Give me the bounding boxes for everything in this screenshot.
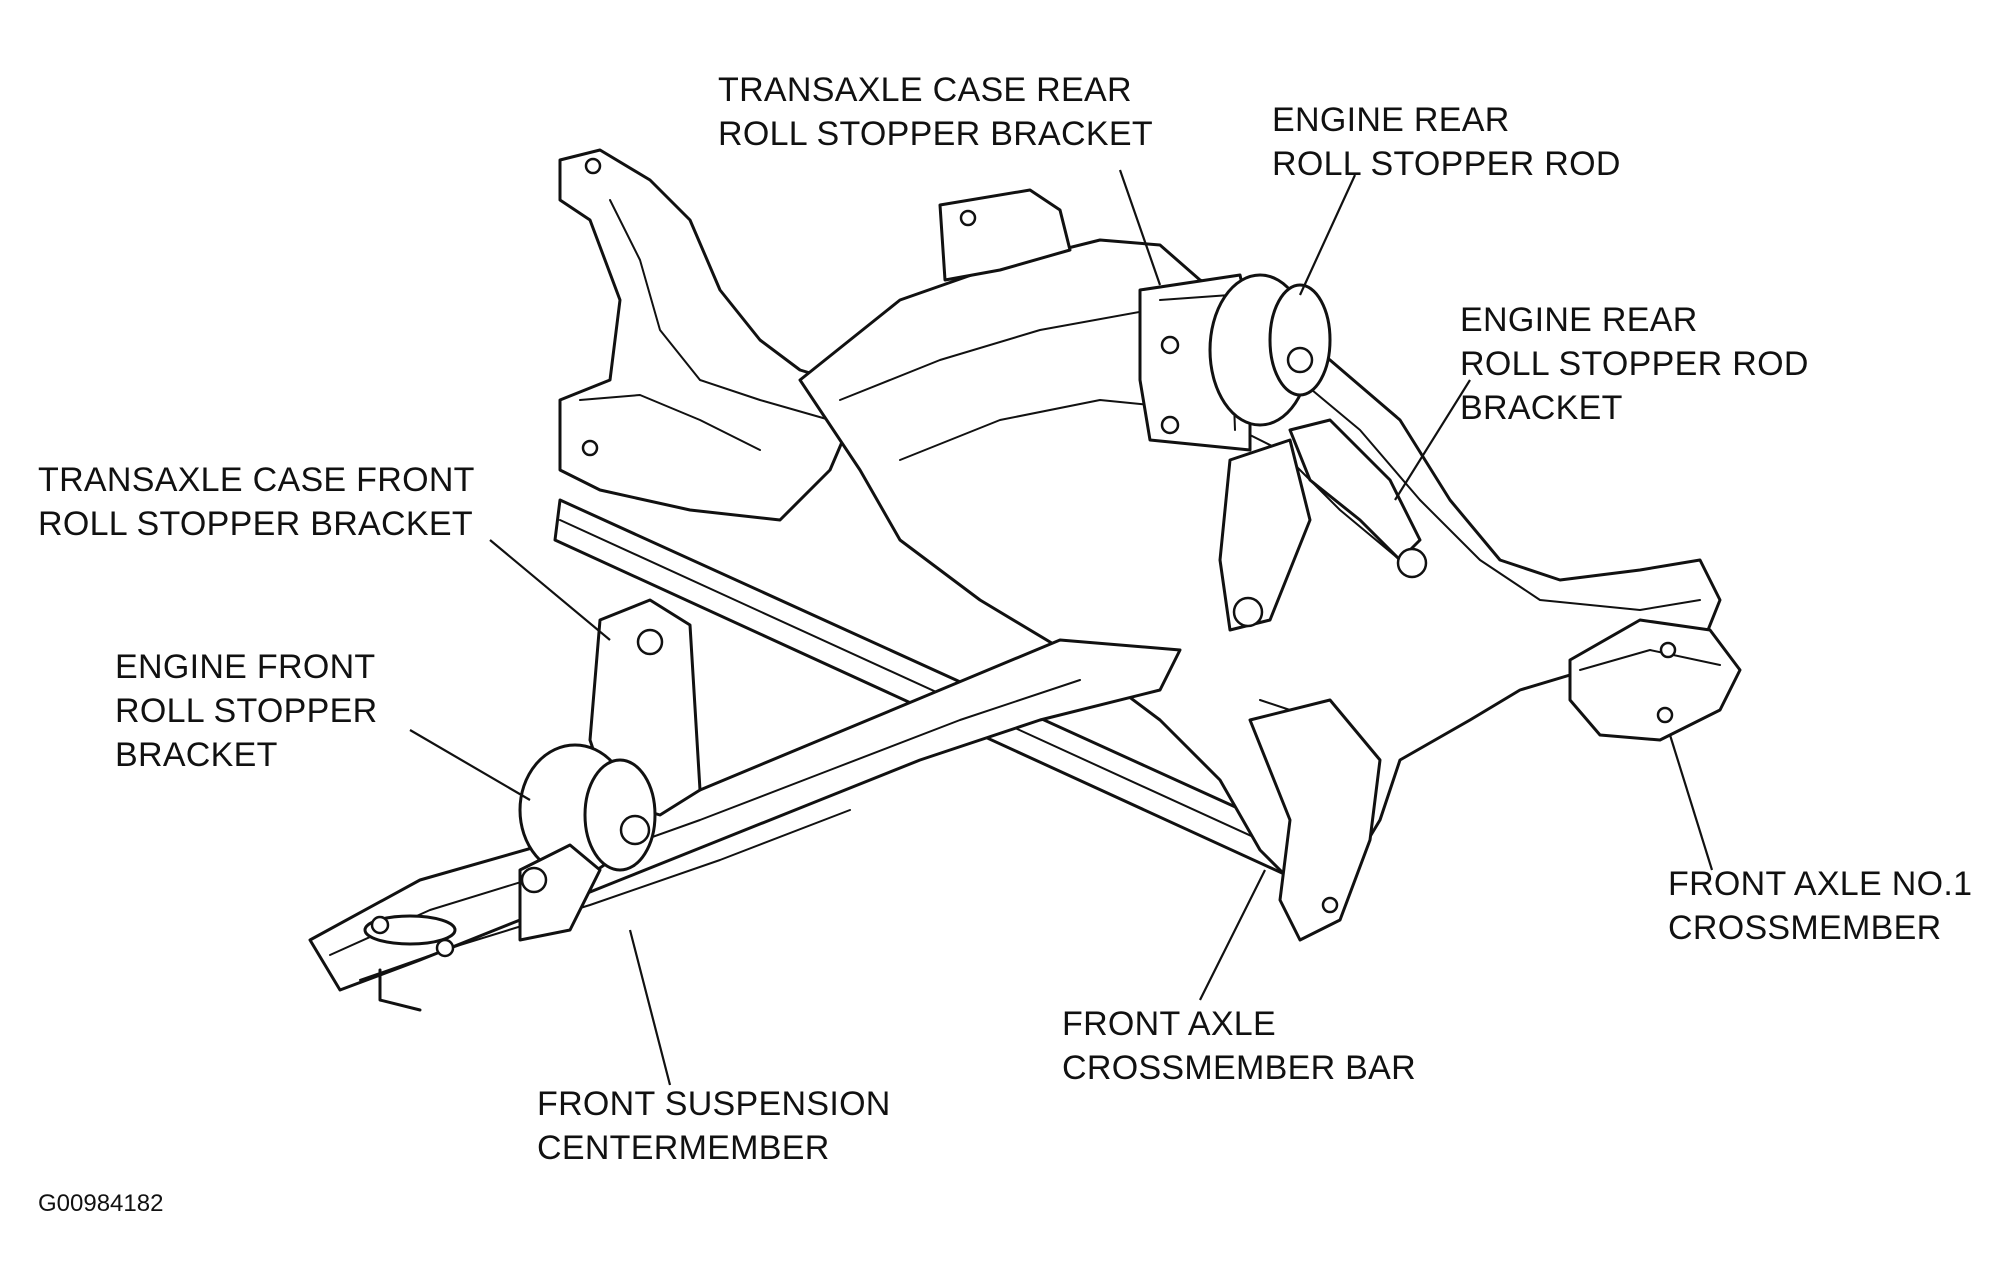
leader-transaxle-rear [1118,169,1162,286]
label-front-axle-crossmember-bar: FRONT AXLE CROSSMEMBER BAR [1062,1005,1416,1087]
leader-engine-front [409,729,531,801]
label-engine-front-roll-stopper-bracket: ENGINE FRONT ROLL STOPPER BRACKET [115,648,378,774]
leader-engine-rear-rod-bracket [1394,379,1471,501]
label-transaxle-case-front-roll-stopper-bracket: TRANSAXLE CASE FRONT ROLL STOPPER BRACKE… [38,461,475,543]
label-engine-rear-roll-stopper-rod: ENGINE REAR ROLL STOPPER ROD [1272,101,1621,183]
leader-front-axle-bar [1199,869,1266,1001]
figure-id: G00984182 [38,1190,164,1217]
engine-rear-roll-stopper-rod [1208,273,1332,632]
leader-engine-rear-rod [1299,174,1356,296]
engine-front-roll-stopper-bracket [518,598,702,942]
leader-front-axle-no1 [1668,734,1714,871]
engine-rear-roll-stopper-rod-bracket [1288,418,1428,579]
front-axle-no1-crossmember [1568,618,1742,742]
crossmember-left-tower [558,148,862,522]
label-transaxle-case-rear-roll-stopper-bracket: TRANSAXLE CASE REAR ROLL STOPPER BRACKET [718,71,1153,153]
label-engine-rear-roll-stopper-rod-bracket: ENGINE REAR ROLL STOPPER ROD BRACKET [1460,301,1809,427]
leader-transaxle-front [489,539,611,641]
crossmember-rear-tab [938,188,1072,282]
label-front-suspension-centermember: FRONT SUSPENSION CENTERMEMBER [537,1085,891,1167]
leader-front-suspension [628,929,672,1086]
crossmember-right-leg [1248,698,1382,942]
front-suspension-centermember [308,638,1182,1012]
leader-lines [409,169,1714,1086]
label-front-axle-no1-crossmember: FRONT AXLE NO.1 CROSSMEMBER [1668,865,1973,947]
